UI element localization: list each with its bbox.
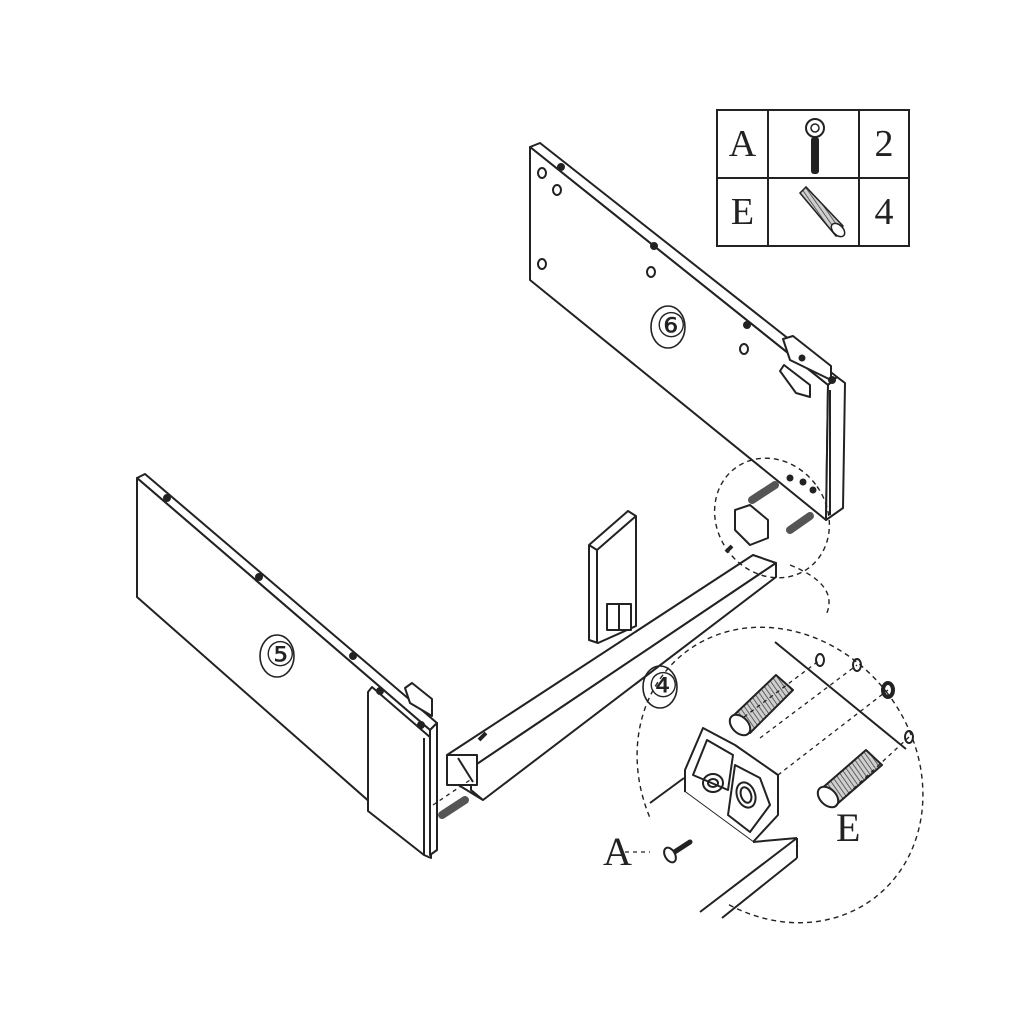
dowel-detail-2 bbox=[816, 749, 883, 809]
parts-table: A 2 E 4 bbox=[716, 109, 910, 247]
part-quantity: 4 bbox=[858, 177, 910, 247]
parts-row-e: E 4 bbox=[716, 177, 910, 247]
parts-row-a: A 2 bbox=[716, 109, 910, 179]
joint-highlight bbox=[713, 457, 831, 616]
screw-detail bbox=[663, 839, 693, 864]
panel-6-label: ⑥ bbox=[656, 308, 687, 345]
panel-4-label: ④ bbox=[648, 668, 679, 705]
cam-connector-detail bbox=[684, 727, 779, 843]
wooden-dowel-icon bbox=[767, 177, 860, 247]
dowel-detail-1 bbox=[728, 674, 794, 737]
panel-5-label: ⑤ bbox=[265, 637, 296, 674]
screw-icon bbox=[767, 109, 860, 179]
panel-5-drawing bbox=[136, 473, 438, 859]
part-code: E bbox=[716, 177, 769, 247]
detail-callout-drawing bbox=[625, 626, 924, 924]
callout-label-screw: A bbox=[603, 829, 632, 874]
panel-6-drawing bbox=[529, 142, 846, 521]
part-code: A bbox=[716, 109, 769, 179]
callout-label-dowel: E bbox=[836, 805, 861, 850]
part-quantity: 2 bbox=[858, 109, 910, 179]
panel-4-drawing bbox=[432, 510, 777, 819]
